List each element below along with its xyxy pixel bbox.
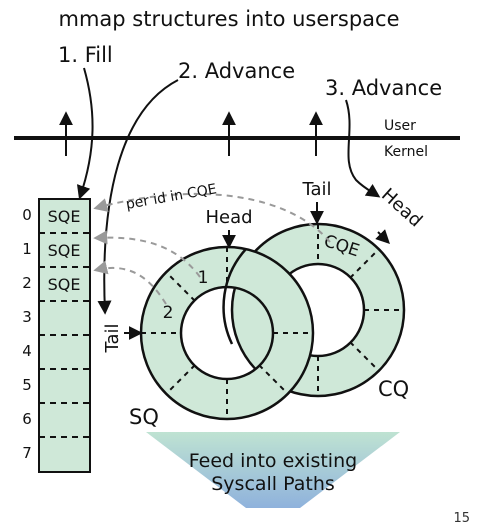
advance-cq-arrow [345,99,381,198]
fill-arrow [76,67,94,200]
sq-slot-divider [165,364,196,395]
cq-ring-overlap-outline [222,248,247,345]
sq-index: 6 [22,410,32,428]
step-advance-sq-label: 2. Advance [178,59,295,83]
diagram-title: mmap structures into userspace [58,7,399,31]
sq-index: 2 [22,274,32,292]
sq-array: SQE SQE SQE 0 1 2 3 4 5 6 7 [22,198,91,473]
syscall-line-1: Feed into existing [189,450,357,472]
page-number: 15 [453,511,470,526]
cq-slot-divider [349,248,380,279]
sq-slot-divider [165,271,196,302]
cq-ring-label: CQ [378,377,409,401]
sq-index: 1 [22,240,32,258]
syscall-line-2: Syscall Paths [211,473,335,495]
sq-ring-label: SQ [129,405,159,429]
cq-tail-label: Tail [301,179,331,200]
sq-slot-divider [258,364,289,395]
step-advance-cq-label: 3. Advance [325,76,442,100]
cq-head-label: Head [377,184,426,231]
cq-slot-divider [349,341,380,372]
sq-index: 4 [22,342,32,360]
sq-index: 3 [22,308,32,326]
sqe-entry-2: SQE [48,275,81,294]
per-id-annotation: per id in CQE [125,181,218,213]
slot1-to-sqe-arrow [93,230,201,278]
cq-head-arrow [375,229,390,244]
cqe-to-sqe-arrow [93,192,331,243]
syscall-funnel [146,432,400,508]
kernel-label: Kernel [384,144,428,160]
sq-slot-2-label: 2 [163,303,174,323]
sqe-entry-0: SQE [48,207,81,226]
sq-index: 5 [22,376,32,394]
sq-head-label: Head [205,207,252,228]
sq-index: 0 [22,206,32,224]
user-label: User [384,118,416,134]
sqe-entry-1: SQE [48,241,81,260]
step-fill-label: 1. Fill [58,43,113,67]
sq-index: 7 [22,444,32,462]
sq-slot-1-label: 1 [198,268,209,288]
sq-tail-label: Tail [102,323,123,353]
